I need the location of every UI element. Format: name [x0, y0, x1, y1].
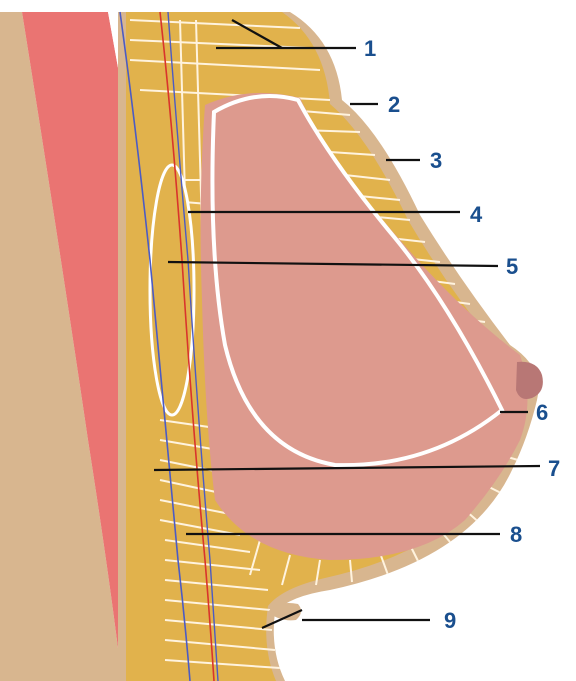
- label-6: 6: [536, 402, 548, 424]
- label-3: 3: [430, 150, 442, 172]
- fat-pad-oval: [150, 165, 194, 415]
- label-2: 2: [388, 94, 400, 116]
- label-8: 8: [510, 524, 522, 546]
- nipple: [516, 362, 543, 399]
- label-1: 1: [364, 38, 376, 60]
- label-7: 7: [548, 458, 560, 480]
- label-4: 4: [470, 204, 482, 226]
- label-5: 5: [506, 256, 518, 278]
- label-9: 9: [444, 610, 456, 632]
